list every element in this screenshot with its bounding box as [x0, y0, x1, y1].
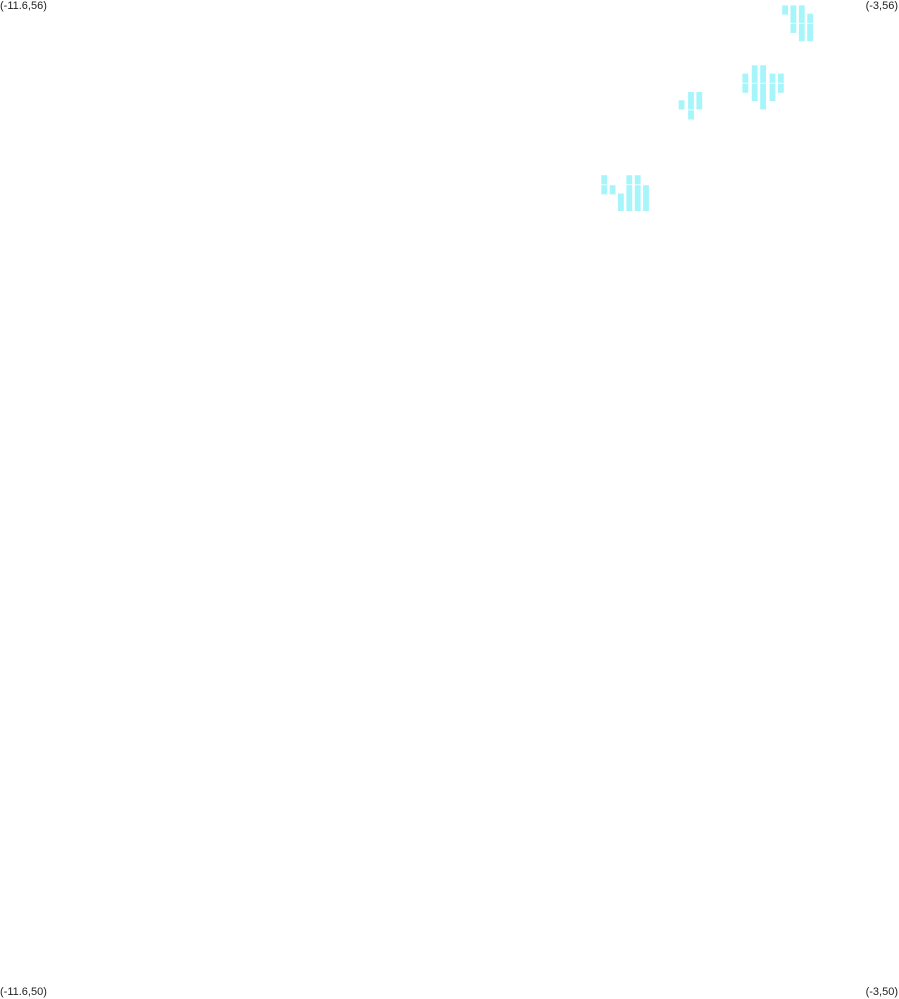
grid-cell — [626, 185, 633, 195]
grid-cell — [760, 83, 766, 93]
cluster-east — [742, 65, 784, 110]
grid-cell — [643, 201, 649, 211]
corner-label-bottom-left: (-11.6,50) — [0, 986, 47, 998]
corner-label-bottom-right: (-3,50) — [865, 986, 898, 998]
grid-cell — [688, 91, 694, 102]
grid-cell — [807, 32, 813, 42]
cluster-middle — [678, 91, 703, 120]
cluster-southwest — [601, 175, 649, 211]
grid-cell — [696, 91, 703, 102]
grid-cell — [618, 201, 624, 211]
grid-cell — [626, 175, 633, 185]
grid-cell — [769, 91, 776, 102]
grid-cell — [742, 73, 749, 83]
grid-cell — [751, 73, 758, 83]
grid-cell — [609, 185, 616, 195]
grid-cell — [790, 5, 797, 15]
grid-cell — [769, 73, 776, 83]
grid-cell — [601, 185, 608, 195]
grid-cell — [634, 185, 641, 195]
grid-cell — [643, 185, 649, 195]
grid-cell — [798, 5, 805, 15]
grid-cell — [688, 100, 694, 110]
grid-cell — [601, 175, 608, 185]
grid-cell — [778, 73, 784, 83]
grid-cell — [751, 91, 758, 102]
grid-cell — [798, 13, 805, 23]
grid-cell — [634, 175, 641, 185]
grid-cell — [626, 193, 633, 203]
grid-cell — [807, 13, 813, 23]
grid-cell — [798, 32, 805, 42]
grid-cell — [798, 23, 805, 33]
grid-cell — [751, 83, 758, 93]
grid-cell — [688, 110, 694, 120]
grid-cell — [790, 13, 797, 23]
grid-cell — [807, 23, 813, 33]
grid-cell — [760, 65, 766, 75]
grid-cell — [778, 83, 784, 93]
grid-cell — [634, 193, 641, 203]
grid-cell — [618, 193, 624, 203]
grid-cell — [678, 100, 685, 110]
grid-cell — [634, 201, 641, 211]
grid-cell — [643, 193, 649, 203]
grid-cell — [626, 201, 633, 211]
grid-cell — [742, 83, 749, 93]
corner-label-top-right: (-3,56) — [865, 0, 898, 12]
corner-label-top-left: (-11.6,56) — [0, 0, 47, 12]
grid-cell — [782, 5, 788, 15]
grid-cell — [760, 91, 766, 102]
grid-cell — [751, 65, 758, 75]
cluster-northeast — [782, 5, 813, 42]
grid-cell — [790, 23, 797, 33]
grid-cell — [696, 100, 703, 110]
grid-cell — [760, 100, 766, 110]
grid-cell — [769, 83, 776, 93]
grid-cell — [760, 73, 766, 83]
